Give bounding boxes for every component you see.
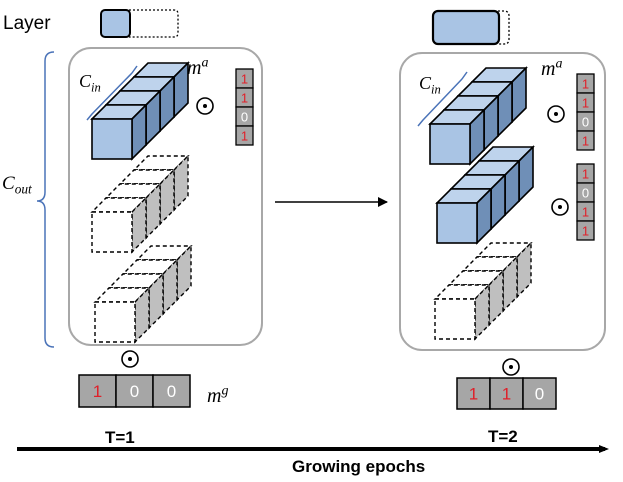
left-mg-cell-1: 1 [78,374,117,408]
svg-text:0: 0 [535,385,544,404]
left-t-label: T=1 [105,428,135,447]
left-cin-label: Cin [79,71,101,94]
right-ma-2-cell-4: 1 [576,220,595,241]
left-mg-odot [121,350,139,368]
svg-text:1: 1 [582,77,589,92]
left-ma-cell-4: 1 [235,125,254,146]
right-t-label: T=2 [488,427,518,446]
left-mg-cell-3: 0 [152,374,191,408]
right-ma-2-cell-2: 0 [576,182,595,203]
left-panel: Cin ma 1 1 0 1 [68,47,263,346]
svg-text:1: 1 [241,91,248,106]
right-row-1-cube-1 [428,108,486,166]
right-mg-cell-2: 1 [489,377,524,410]
left-kernel-row-3 [93,244,193,344]
svg-text:1: 1 [93,382,102,401]
left-ma-odot [196,97,214,115]
right-mg-odot [502,358,520,376]
svg-text:1: 1 [582,134,589,149]
right-mg-vector: 1 1 0 [456,377,557,410]
svg-text:0: 0 [241,110,248,125]
right-cin-bracket [417,71,468,127]
svg-text:1: 1 [469,385,478,404]
right-ma-2-cell-1: 1 [576,163,595,184]
cout-bracket: Cout [2,51,55,348]
svg-text:1: 1 [582,96,589,111]
right-ma-1-cell-4: 1 [576,130,595,151]
right-kernel-row-1 [428,66,528,166]
right-panel: Cin ma 1 1 0 1 1 0 1 1 [399,52,606,351]
right-kernel-row-3 [433,241,533,341]
svg-text:1: 1 [241,129,248,144]
left-ma-cell-1: 1 [235,68,254,89]
left-mg-label: mg [207,383,228,407]
left-cin-bracket [86,65,138,121]
right-ma-1-cell-3: 0 [576,111,595,132]
left-kernel-row-2 [90,154,190,254]
right-mg-cell-3: 0 [522,377,557,410]
left-mg-vector: 1 0 0 [78,374,191,408]
svg-text:0: 0 [582,115,589,130]
right-ma-1-cell-2: 1 [576,92,595,113]
right-row-2-cube-1 [435,187,493,245]
right-ma-2-cell-3: 1 [576,201,595,222]
svg-text:1: 1 [582,205,589,220]
right-ma-odot-1 [547,105,565,123]
left-row-3-cube-1 [93,286,151,344]
svg-text:0: 0 [130,382,139,401]
legend-layer-icon [100,9,179,38]
right-ma-label: ma [541,56,562,80]
right-layer-icon [431,9,510,46]
left-mg-cell-2: 0 [115,374,154,408]
axis-label: Growing epochs [292,457,425,476]
svg-text:1: 1 [241,72,248,87]
right-ma-1-cell-1: 1 [576,73,595,94]
left-ma-vector: 1 1 0 1 [235,68,254,146]
right-ma-vector-1: 1 1 0 1 [576,73,595,151]
left-row-2-cube-1 [90,196,148,254]
right-mg-cell-1: 1 [456,377,491,410]
svg-text:1: 1 [502,385,511,404]
right-row-3-cube-1 [433,283,491,341]
right-kernel-row-2 [435,145,535,245]
svg-text:1: 1 [582,167,589,182]
left-ma-cell-2: 1 [235,87,254,108]
left-ma-label: ma [187,55,208,79]
svg-text:1: 1 [582,224,589,239]
legend: Layer [3,9,510,46]
left-ma-cell-3: 0 [235,106,254,127]
svg-text:0: 0 [582,186,589,201]
right-ma-odot-2 [551,198,569,216]
left-row-1-cube-1 [90,103,148,161]
left-kernel-row-1 [90,61,190,161]
svg-text:0: 0 [167,382,176,401]
legend-label: Layer [3,13,51,34]
right-cin-label: Cin [419,73,441,96]
cout-label: Cout [2,173,32,197]
right-ma-vector-2: 1 0 1 1 [576,163,595,241]
